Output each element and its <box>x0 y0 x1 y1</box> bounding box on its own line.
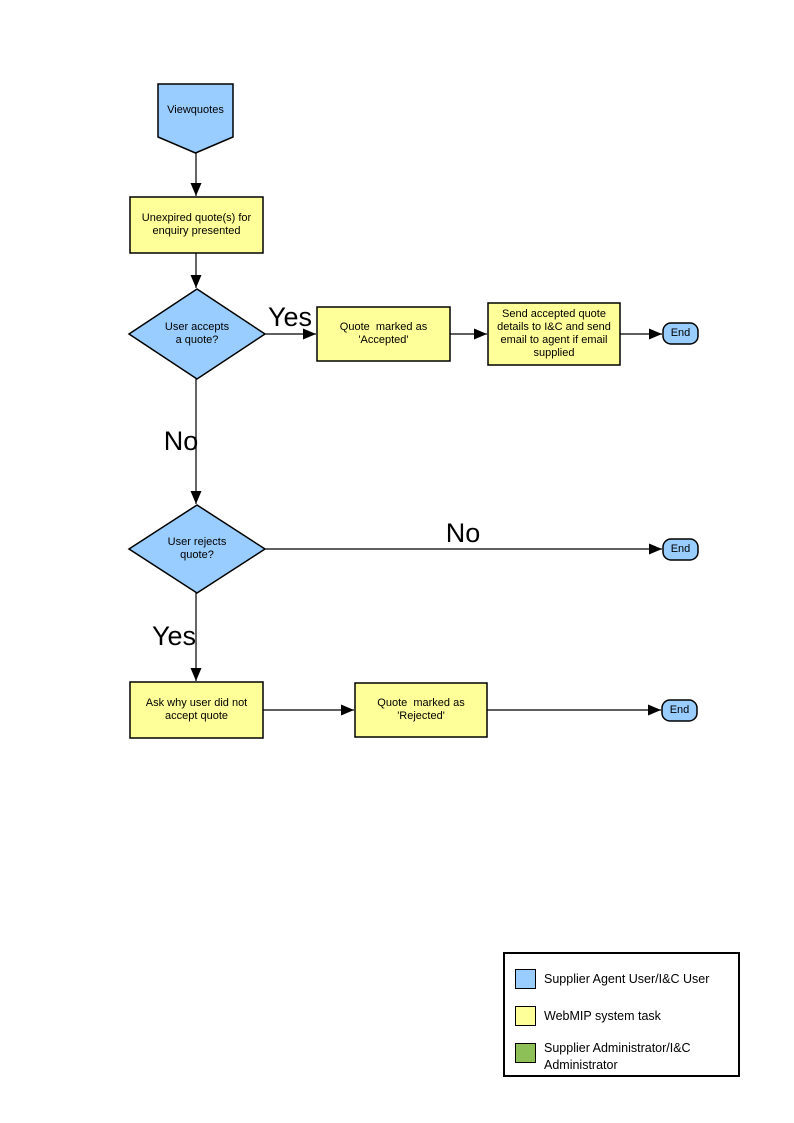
edge-label-accepts-yes: Yes <box>267 301 313 332</box>
process-box-rejected-shape <box>354 682 488 738</box>
legend-label-webmip-task: WebMIP system task <box>544 1008 661 1023</box>
process-box-send-details-label: Send accepted quote details to I&C and s… <box>497 308 611 359</box>
end-terminator-2-label: End <box>670 543 691 555</box>
edge-label-rejects-no: No <box>445 517 481 548</box>
decision-user-rejects-shape <box>127 504 267 594</box>
legend-label-supplier-admin: Supplier Administrator/I&C Administrator <box>544 1041 691 1072</box>
end-terminator-2-shape <box>662 538 699 561</box>
legend-swatch-supplier-admin <box>515 1043 536 1063</box>
process-box-unexpired-label: Unexpired quote(s) for enquiry presented <box>141 212 252 237</box>
end-terminator-3-shape <box>661 699 698 722</box>
start-pentagon-label: Viewquotes <box>167 104 224 116</box>
edge-label-rejects-yes: Yes <box>151 620 197 651</box>
legend-swatch-supplier-agent <box>515 969 536 989</box>
legend-box: Supplier Agent User/I&C User WebMIP syst… <box>503 952 740 1077</box>
process-box-ask-why-shape <box>129 681 264 739</box>
process-box-send-details-shape <box>487 302 621 366</box>
legend-label-supplier-agent: Supplier Agent User/I&C User <box>544 971 710 986</box>
decision-user-accepts-shape <box>127 288 267 380</box>
end-terminator-1-shape <box>662 322 699 345</box>
start-pentagon-shape <box>157 83 234 154</box>
process-box-rejected-label: Quote marked as 'Rejected' <box>377 697 465 722</box>
process-box-accepted-shape <box>316 306 451 362</box>
decision-user-accepts-label: User accepts a quote? <box>164 321 230 346</box>
process-box-ask-why-label: Ask why user did not accept quote <box>145 697 248 722</box>
end-terminator-1-label: End <box>670 327 691 339</box>
decision-user-rejects-label: User rejects quote? <box>167 536 227 561</box>
process-box-accepted-label: Quote marked as 'Accepted' <box>339 321 428 346</box>
legend-swatch-webmip-task <box>515 1006 536 1026</box>
process-box-unexpired-shape <box>129 196 264 254</box>
edge-label-accepts-no: No <box>163 425 199 456</box>
end-terminator-3-label: End <box>669 704 690 716</box>
